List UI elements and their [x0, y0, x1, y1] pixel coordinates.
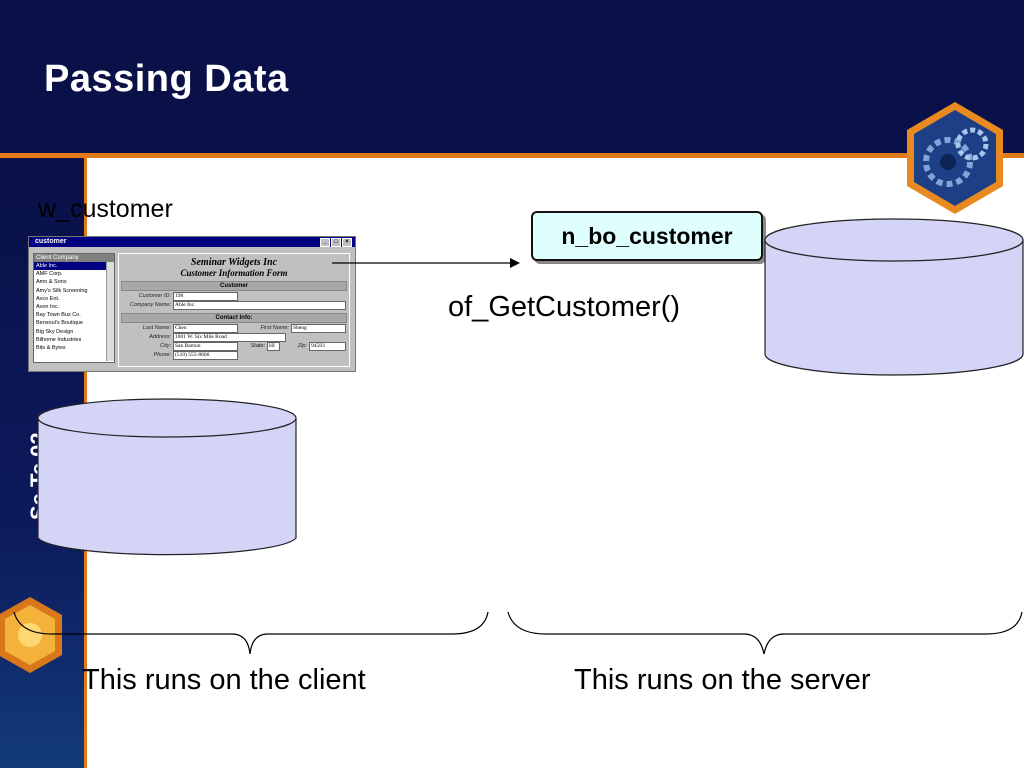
list-item: Amo & Sons	[36, 279, 67, 286]
list-item: AMF Corp.	[36, 271, 63, 278]
client-database-cylinder	[37, 398, 297, 556]
phone-field: (510) 555-8666	[173, 351, 238, 360]
client-company-list: Client Company Able Inc. AMF Corp. Amo &…	[33, 253, 115, 363]
form-row: Company Name: Able Inc.	[119, 301, 349, 310]
city-field: San Ramon	[173, 342, 238, 351]
slide-title: Passing Data	[44, 58, 289, 100]
field-label: Address:	[149, 334, 171, 340]
list-header: Client Company	[34, 254, 114, 262]
window-titlebar: customer _ □ ×	[29, 237, 355, 247]
list-item: Bay Town Bus Co.	[36, 312, 81, 319]
field-label: Phone:	[153, 352, 171, 358]
list-item: Avco Ent.	[36, 295, 60, 302]
address-field: 1801 W. Six Mile Road	[173, 333, 286, 342]
field-label: Last Name:	[142, 325, 171, 331]
form-title: Customer Information Form	[180, 268, 288, 278]
field-label: Company Name:	[129, 302, 171, 308]
form-company: Seminar Widgets Inc	[190, 257, 278, 268]
method-label: of_GetCustomer()	[448, 291, 681, 323]
business-object-box: n_bo_customer	[531, 211, 763, 261]
customer-id-field: 198	[173, 292, 238, 301]
server-brace	[507, 611, 1023, 655]
data-arrow	[332, 258, 520, 268]
field-label: First Name:	[260, 325, 289, 331]
state-field: HI	[267, 342, 280, 351]
field-label: City:	[160, 343, 171, 349]
server-database-cylinder	[764, 218, 1024, 376]
form-row: Phone: (510) 555-8666	[119, 351, 349, 360]
window-label: w_customer	[38, 195, 173, 223]
maximize-icon: □	[331, 238, 341, 247]
client-caption: This runs on the client	[82, 664, 366, 696]
window-controls: _ □ ×	[320, 238, 352, 247]
form-row: Customer ID: 198	[119, 292, 349, 301]
field-label: Zip:	[297, 343, 307, 349]
zip-field: 94583	[309, 342, 346, 351]
slide-header	[0, 0, 1024, 155]
first-name-field: Sheng	[291, 324, 346, 333]
last-name-field: Chen	[173, 324, 238, 333]
section-contact: Contact Info:	[121, 313, 347, 323]
list-item: Bensoul's Boutique	[36, 320, 83, 327]
field-label: Customer ID:	[138, 293, 171, 299]
list-item: Big Sky Design	[36, 328, 74, 335]
list-item: Amy's Silk Screening	[36, 287, 88, 294]
minimize-icon: _	[320, 238, 330, 247]
list-item: Avon Inc.	[36, 304, 59, 311]
list-item: Bilhome Industries	[36, 336, 82, 343]
field-label: State:	[250, 343, 265, 349]
list-scrollbar	[106, 262, 114, 361]
customer-window-screenshot: customer _ □ × Client Company Able Inc. …	[28, 236, 356, 372]
company-name-field: Able Inc.	[173, 301, 346, 310]
list-item: Bits & Bytes	[36, 345, 66, 352]
header-divider	[0, 153, 1024, 158]
window-title: customer	[35, 238, 67, 245]
server-caption: This runs on the server	[574, 664, 871, 696]
close-icon: ×	[342, 238, 352, 247]
form-row: Last Name: Chen First Name: Sheng	[119, 324, 349, 333]
gear-logo-icon	[907, 102, 1003, 214]
form-row: Address: 1801 W. Six Mile Road	[119, 333, 349, 342]
section-customer: Customer	[121, 281, 347, 291]
client-brace	[13, 611, 489, 655]
form-row: City: San Ramon State: HI Zip: 94583	[119, 342, 349, 351]
list-item: Able Inc.	[34, 262, 114, 271]
customer-form: Seminar Widgets Inc Customer Information…	[118, 253, 350, 367]
